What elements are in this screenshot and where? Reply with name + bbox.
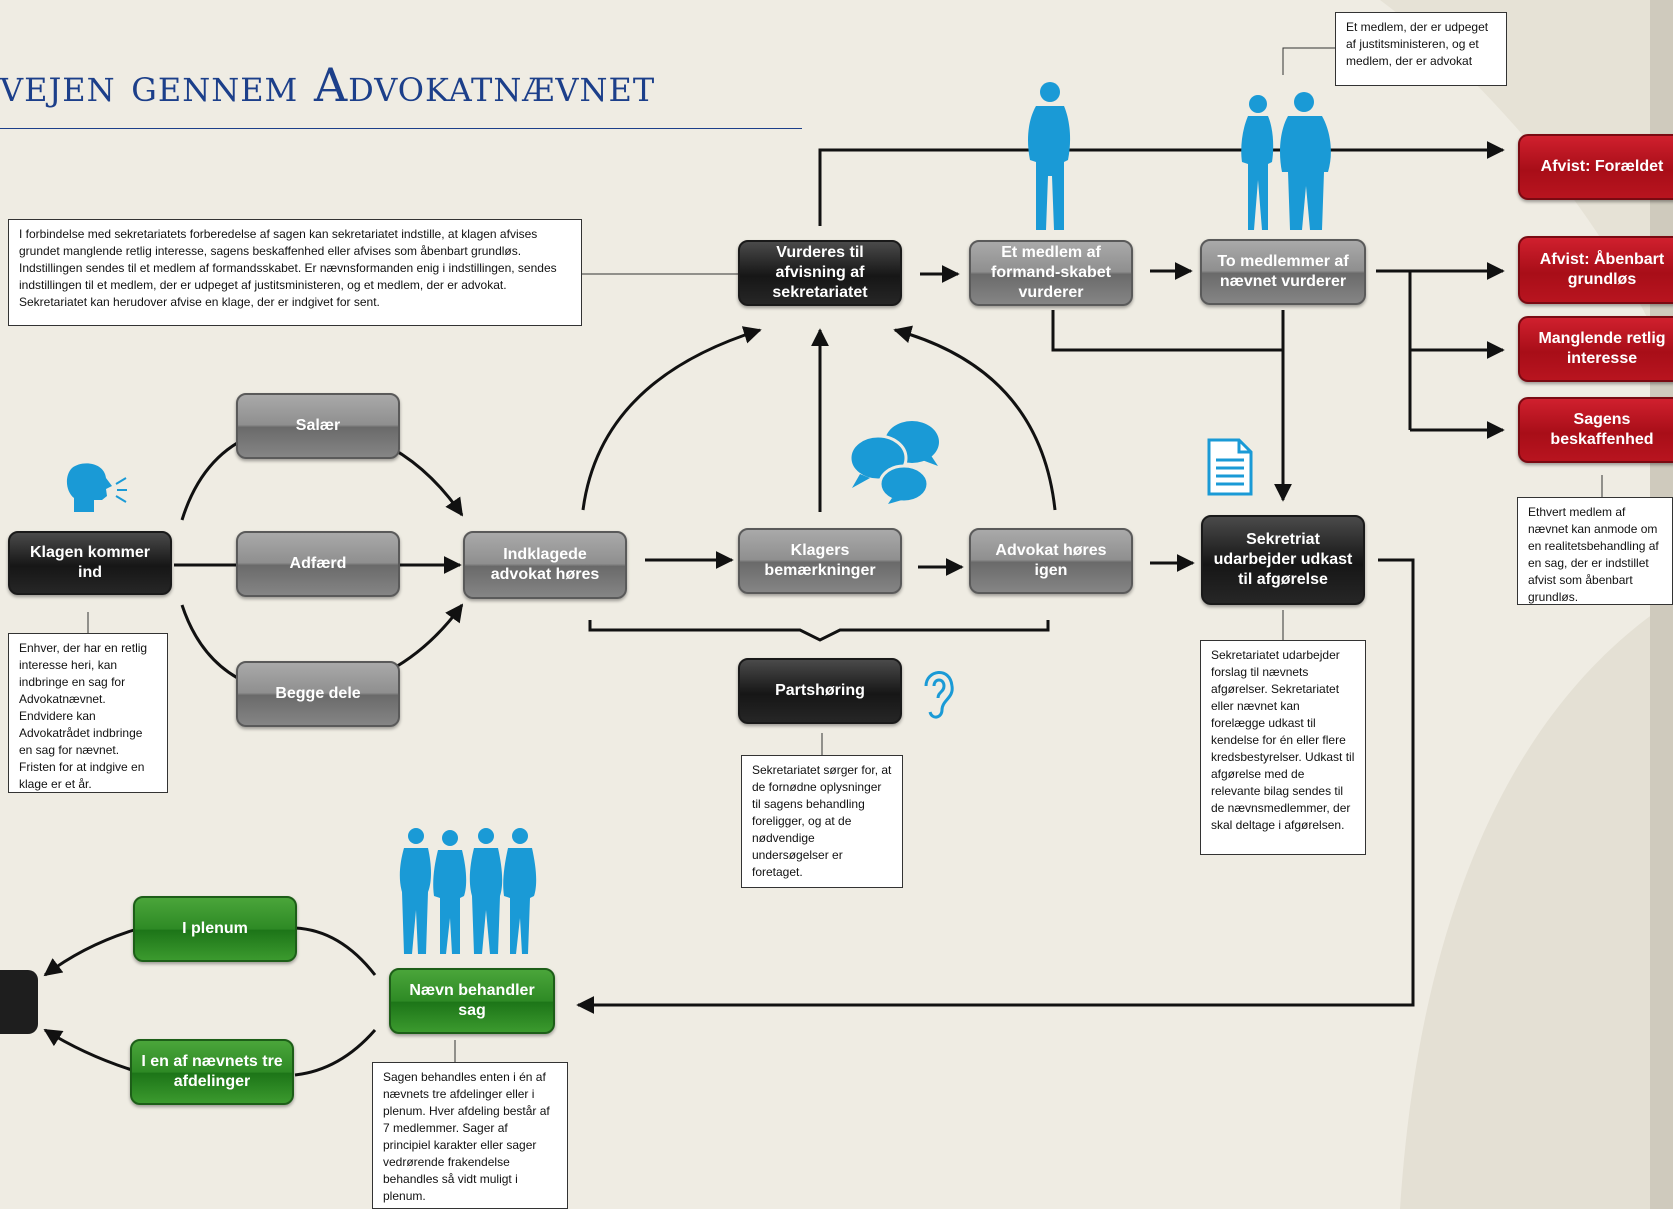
- speech-bubbles-icon: [848, 421, 939, 504]
- node-afvist-foraeldet[interactable]: Afvist: Forældet: [1518, 134, 1673, 200]
- node-sagens[interactable]: Sagens beskaffenhed: [1518, 397, 1673, 463]
- node-manglende[interactable]: Manglende retlig interesse: [1518, 316, 1673, 382]
- node-to-medlemmer[interactable]: To medlemmer af nævnet vurderer: [1200, 239, 1366, 305]
- node-advokat-igen[interactable]: Advokat høres igen: [969, 528, 1133, 594]
- title-rule: [0, 128, 802, 129]
- page-title: vejen gennem Advokatnævnet: [0, 58, 656, 112]
- node-indklagede[interactable]: Indklagede advokat høres: [463, 531, 627, 599]
- group-persons-icon: [399, 828, 537, 954]
- note-sagen-behandles: Sagen behandles enten i én af nævnets tr…: [372, 1062, 568, 1209]
- note-connectors: [87, 47, 1603, 1062]
- node-afdelinger[interactable]: I en af nævnets tre afdelinger: [130, 1039, 294, 1105]
- node-sekretariat-udkast[interactable]: Sekretriat udarbejder udkast til afgørel…: [1201, 515, 1365, 605]
- node-afvist-grundloes[interactable]: Afvist: Åbenbart grundløs: [1518, 236, 1673, 304]
- node-salaer[interactable]: Salær: [236, 393, 400, 459]
- speaking-head-icon: [66, 463, 127, 512]
- node-adfaerd[interactable]: Adfærd: [236, 531, 400, 597]
- note-et-medlem-udpeget: Et medlem, der er udpeget af justitsmini…: [1335, 12, 1507, 86]
- node-klagen[interactable]: Klagen kommer ind: [8, 531, 172, 595]
- note-enhver: Enhver, der har en retlig interesse heri…: [8, 633, 168, 793]
- two-persons-icon: [1241, 92, 1331, 230]
- document-icon: [1207, 438, 1253, 496]
- node-vurderes[interactable]: Vurderes til afvisning af sekretariatet: [738, 240, 902, 306]
- note-sekretariatet-sorger: Sekretariatet sørger for, at de fornødne…: [741, 755, 903, 888]
- node-klagers[interactable]: Klagers bemærkninger: [738, 528, 902, 594]
- node-et-medlem[interactable]: Et medlem af formand-skabet vurderer: [969, 240, 1133, 306]
- node-plenum[interactable]: I plenum: [133, 896, 297, 962]
- bg-swirl: [1400, 600, 1673, 1209]
- ear-icon: [924, 671, 954, 719]
- node-naevn[interactable]: Nævn behandler sag: [389, 968, 555, 1034]
- node-begge-dele[interactable]: Begge dele: [236, 661, 400, 727]
- person-icon: [1028, 82, 1071, 230]
- note-forbindelse: I forbindelse med sekretariatets forbere…: [8, 219, 582, 326]
- connectors: [43, 141, 1505, 1077]
- bg-swirl: [1380, 0, 1673, 380]
- note-ethvert: Ethvert medlem af nævnet kan anmode om e…: [1517, 497, 1673, 605]
- outcome-node-partial: [0, 970, 38, 1034]
- node-partshoering[interactable]: Partshøring: [738, 658, 902, 724]
- note-sekretariatet-udarbejder: Sekretariatet udarbejder forslag til næv…: [1200, 640, 1366, 855]
